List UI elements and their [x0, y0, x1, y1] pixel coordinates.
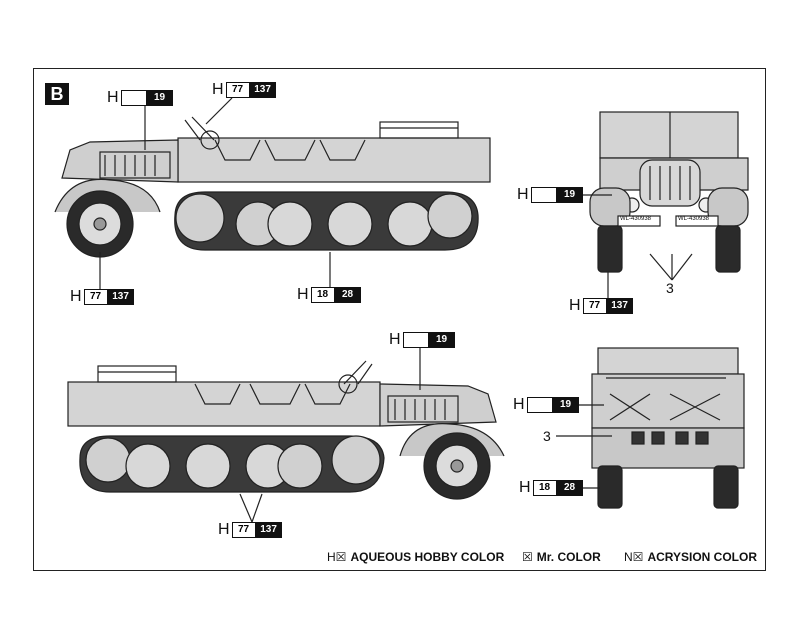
legend-prefix: N☒: [624, 550, 644, 564]
legend-label: AQUEOUS HOBBY COLOR: [350, 550, 505, 564]
legend-acrysion: N☒ ACRYSION COLOR: [624, 550, 757, 564]
color-callout-side1-wheel: H 77 137: [70, 289, 134, 305]
color-code-box-black: 19: [146, 90, 173, 106]
color-code-box-white: [530, 187, 557, 203]
legend-aqueous: H☒ AQUEOUS HOBBY COLOR: [327, 550, 504, 564]
color-code-box-black: 137: [107, 289, 134, 305]
color-code-box-black: 28: [556, 480, 583, 496]
color-callout-side1-top: H 77 137: [212, 82, 276, 98]
diagram-frame: [33, 68, 766, 571]
section-badge: B: [45, 83, 69, 105]
rear-view: [556, 347, 745, 509]
color-code-box-white: 18: [310, 287, 335, 303]
color-code-box-white: [402, 332, 429, 348]
legend-prefix: ☒: [522, 550, 533, 564]
color-callout-side1-cab: H 19: [107, 90, 173, 106]
part-number-front: 3: [666, 280, 674, 296]
color-code-box-white: [120, 90, 147, 106]
color-code-box-black: 137: [255, 522, 282, 538]
color-callout-rear-body: H 19: [513, 397, 579, 413]
color-code-box-black: 19: [556, 187, 583, 203]
color-code-box-black: 19: [428, 332, 455, 348]
front-plate-left: WL-430938: [620, 216, 652, 222]
color-callout-side1-track: H 18 28: [297, 287, 361, 303]
side-view-left-facing: [54, 97, 491, 290]
color-code-box-white: 77: [225, 82, 250, 98]
color-callout-front-body: H 19: [517, 187, 583, 203]
color-code-box-white: 18: [532, 480, 557, 496]
front-plate-right: WL-430938: [678, 216, 710, 222]
legend-prefix: H☒: [327, 550, 347, 564]
color-callout-rear-track: H 18 28: [519, 480, 583, 496]
part-number-rear: 3: [543, 428, 551, 444]
color-callout-side2-cab: H 19: [389, 332, 455, 348]
legend-mr-color: ☒ Mr. COLOR: [522, 550, 601, 564]
legend-label: ACRYSION COLOR: [647, 550, 757, 564]
color-code-box-white: [526, 397, 553, 413]
legend-label: Mr. COLOR: [536, 550, 601, 564]
side-view-right-facing: [67, 348, 505, 523]
color-callout-side2-track: H 77 137: [218, 522, 282, 538]
front-view: [575, 111, 749, 298]
color-code-box-white: 77: [231, 522, 256, 538]
color-code-box-black: 28: [334, 287, 361, 303]
color-code-box-black: 137: [249, 82, 276, 98]
color-callout-front-tire: H 77 137: [569, 298, 633, 314]
color-code-box-white: 77: [83, 289, 108, 305]
color-code-box-white: 77: [582, 298, 607, 314]
color-code-box-black: 137: [606, 298, 633, 314]
color-code-box-black: 19: [552, 397, 579, 413]
